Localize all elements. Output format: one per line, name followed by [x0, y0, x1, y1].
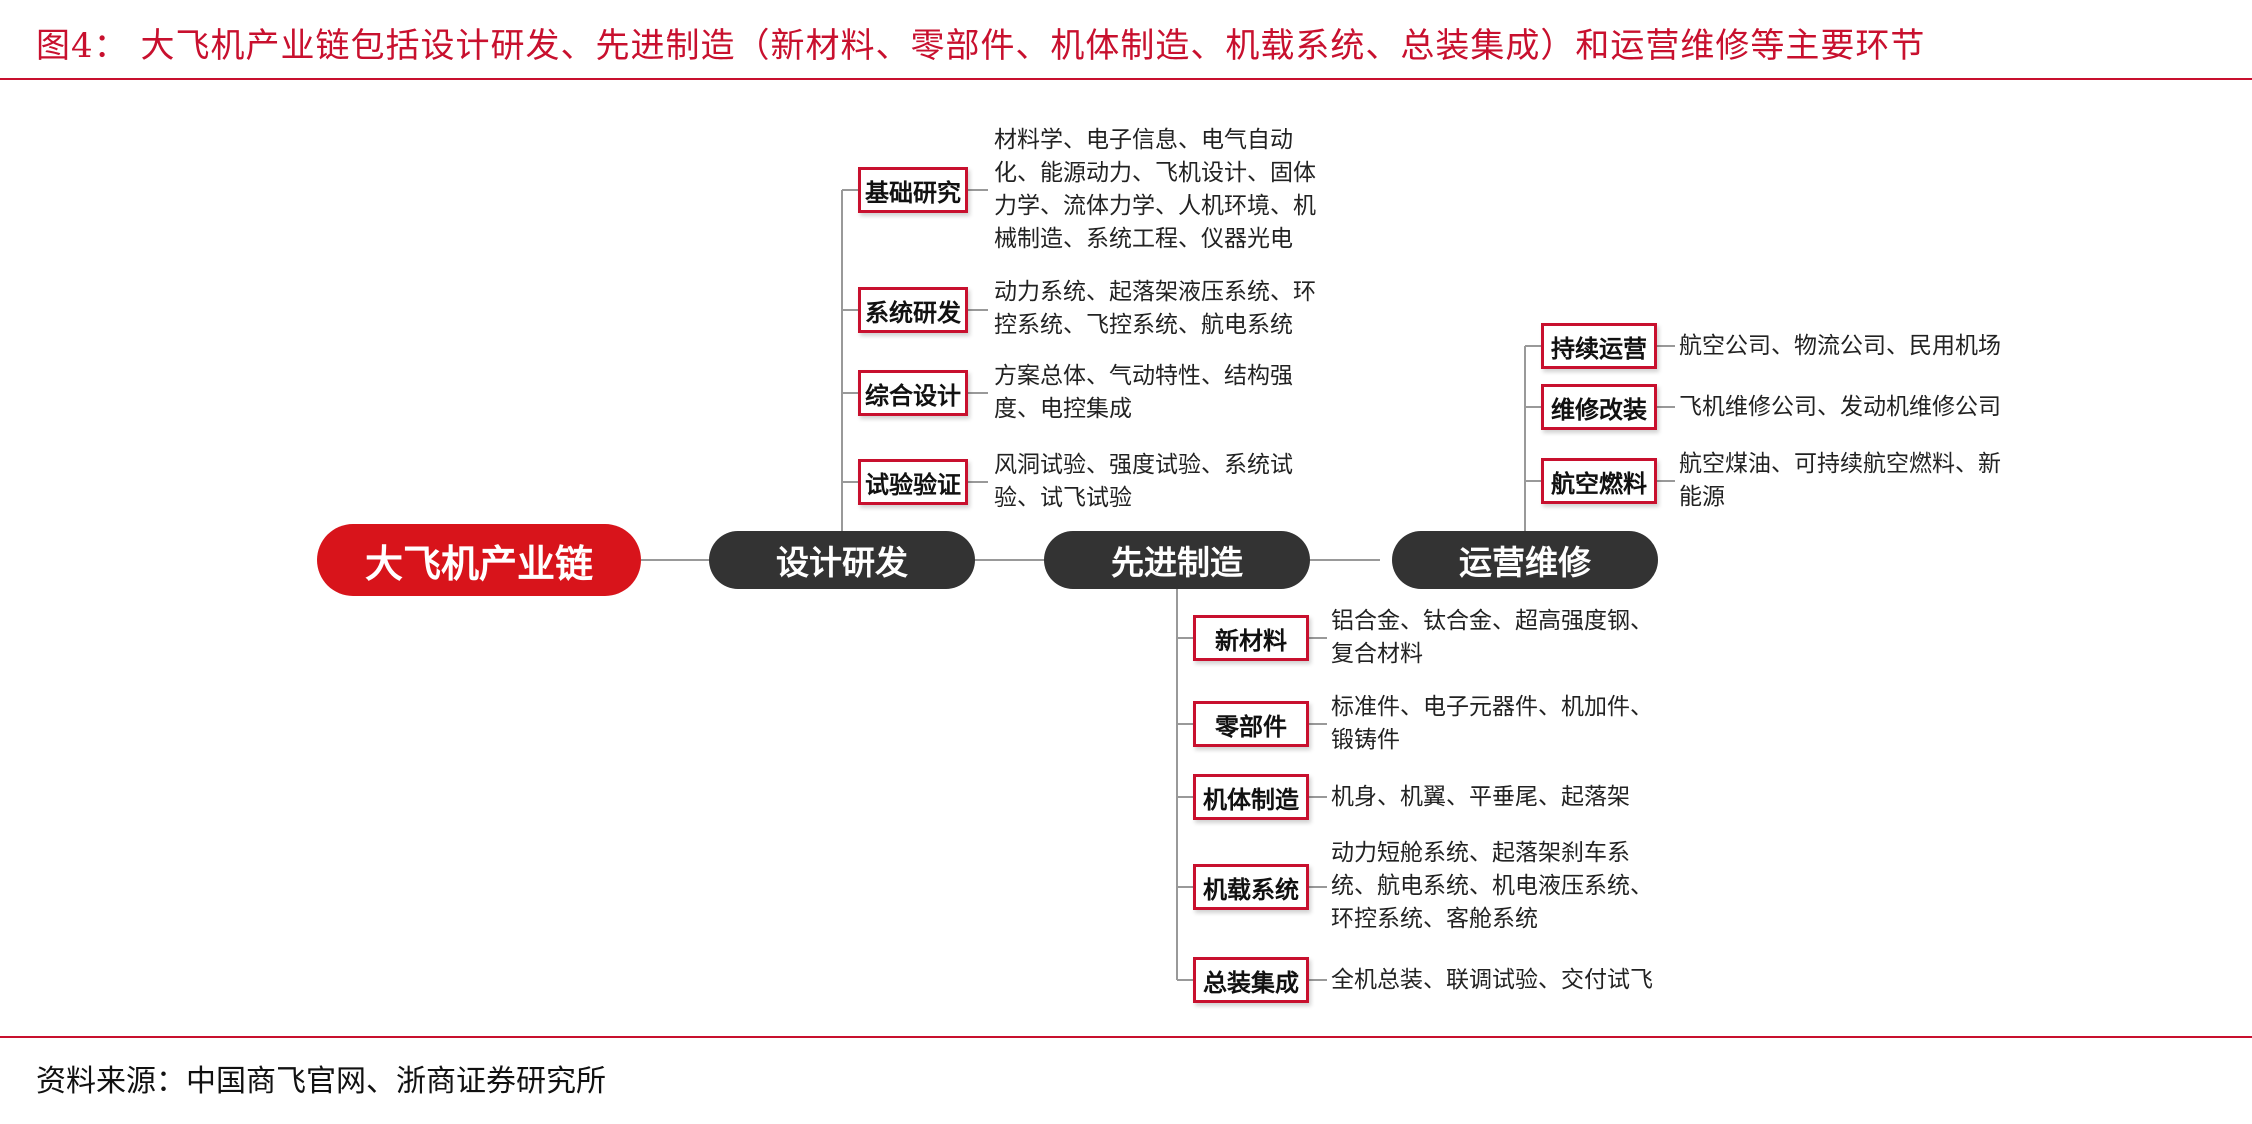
desc-final-assembly: 全机总装、联调试验、交付试飞: [1331, 967, 1653, 993]
item-onboard-systems: 机载系统: [1193, 864, 1309, 910]
item-components: 零部件: [1193, 701, 1309, 747]
desc-continuous-operation: 航空公司、物流公司、民用机场: [1679, 333, 2001, 359]
item-final-assembly: 总装集成: [1193, 957, 1309, 1003]
desc-aviation-fuel: 航空煤油、可持续航空燃料、新 能源: [1679, 451, 2001, 510]
stage-operations: 运营维修: [1392, 531, 1658, 589]
item-airframe: 机体制造: [1193, 774, 1309, 820]
item-basic-research: 基础研究: [858, 167, 968, 213]
desc-onboard-systems: 动力短舱系统、起落架刹车系 统、航电系统、机电液压系统、 环控系统、客舱系统: [1331, 840, 1653, 932]
desc-basic-research: 材料学、电子信息、电气自动 化、能源动力、飞机设计、固体 力学、流体力学、人机环…: [994, 127, 1316, 252]
desc-maintenance: 飞机维修公司、发动机维修公司: [1679, 394, 2001, 420]
desc-integrated-design: 方案总体、气动特性、结构强 度、电控集成: [994, 363, 1293, 422]
root-node: 大飞机产业链: [317, 524, 641, 596]
desc-new-materials: 铝合金、钛合金、超高强度钢、 复合材料: [1331, 608, 1653, 667]
desc-airframe: 机身、机翼、平垂尾、起落架: [1331, 784, 1630, 810]
item-new-materials: 新材料: [1193, 615, 1309, 661]
stage-design: 设计研发: [709, 531, 975, 589]
source-divider: [0, 1036, 2252, 1038]
title-divider: [0, 78, 2252, 80]
item-test-validation: 试验验证: [858, 459, 968, 505]
item-aviation-fuel: 航空燃料: [1541, 458, 1657, 504]
figure-title: 图4： 大飞机产业链包括设计研发、先进制造（新材料、零部件、机体制造、机载系统、…: [36, 26, 1926, 66]
item-maintenance: 维修改装: [1541, 384, 1657, 430]
desc-components: 标准件、电子元器件、机加件、 锻铸件: [1331, 694, 1653, 753]
desc-system-rnd: 动力系统、起落架液压系统、环 控系统、飞控系统、航电系统: [994, 279, 1316, 338]
figure-source: 资料来源：中国商飞官网、浙商证券研究所: [36, 1064, 606, 1099]
item-system-rnd: 系统研发: [858, 287, 968, 333]
item-continuous-operation: 持续运营: [1541, 323, 1657, 369]
item-integrated-design: 综合设计: [858, 370, 968, 416]
desc-test-validation: 风洞试验、强度试验、系统试 验、试飞试验: [994, 452, 1293, 511]
stage-manufacturing: 先进制造: [1044, 531, 1310, 589]
